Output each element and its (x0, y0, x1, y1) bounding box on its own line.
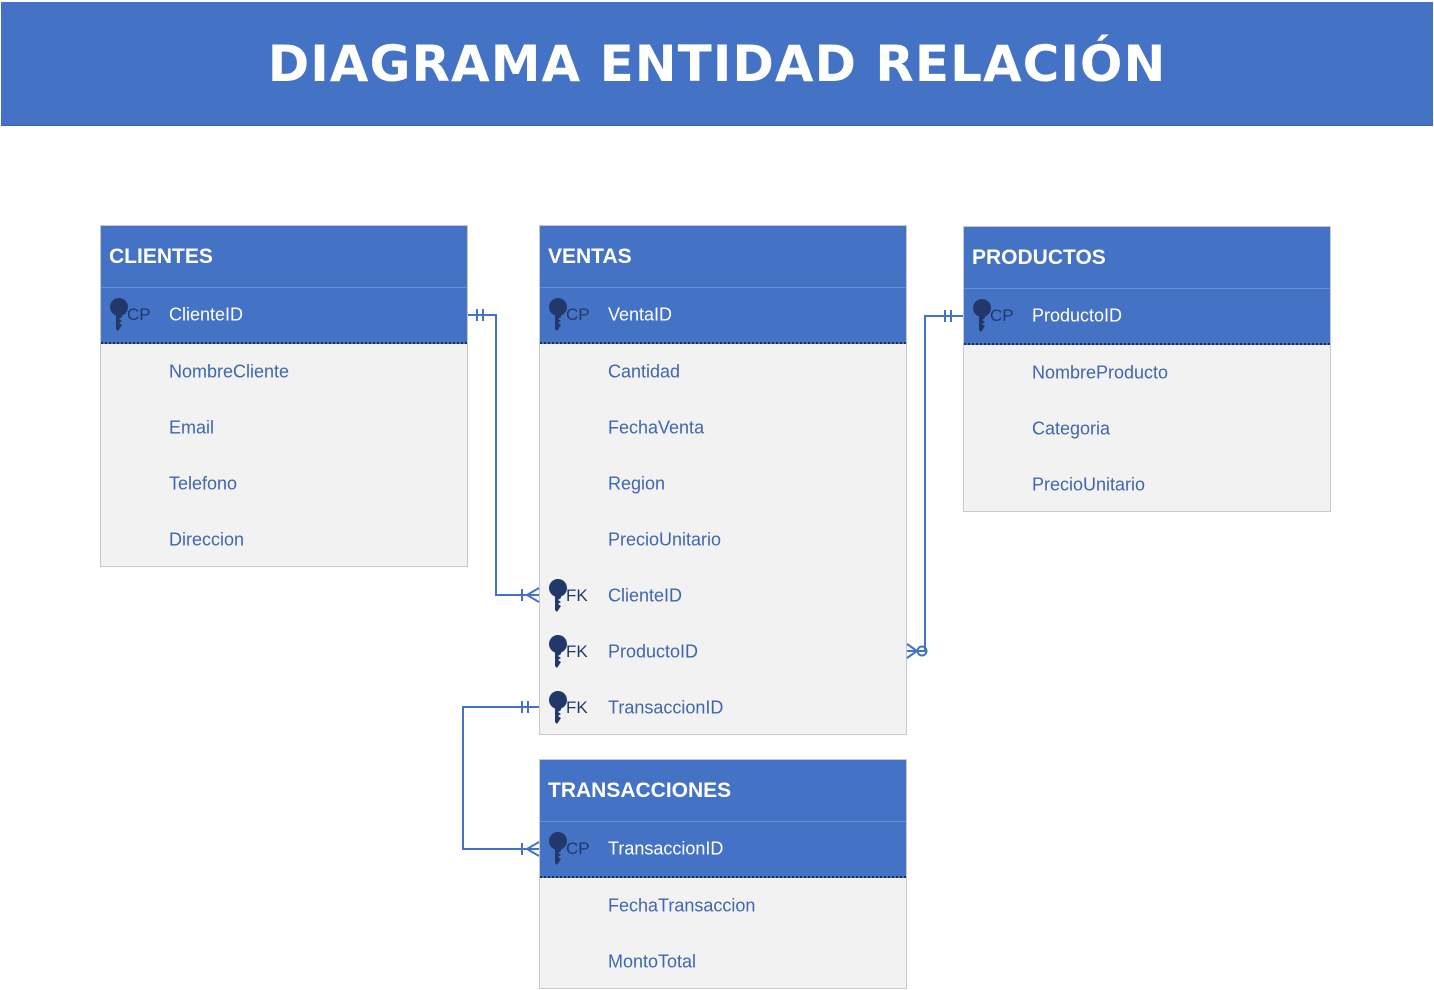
relationship-productos-ventas[interactable] (906, 310, 963, 659)
ventas-field-row[interactable]: PrecioUnitario (540, 512, 906, 568)
ventas-fk-row[interactable]: FK ProductoID (540, 624, 906, 680)
pk-tag: CP (566, 839, 590, 858)
key-icon (109, 298, 129, 332)
clientes-field-row[interactable]: Telefono (101, 456, 467, 512)
ventas-field-row[interactable]: Cantidad (540, 344, 906, 400)
pk-tag: CP (990, 306, 1014, 325)
entity-transacciones-header: TRANSACCIONES (540, 760, 906, 822)
pk-tag: CP (566, 305, 590, 324)
clientes-field-row[interactable]: NombreCliente (101, 344, 467, 400)
productos-field-row[interactable]: Categoria (964, 401, 1330, 457)
field-label: NombreCliente (169, 361, 290, 382)
entity-clientes[interactable]: CLIENTES CP ClienteID NombreCliente Emai… (100, 225, 468, 567)
entity-clientes-header: CLIENTES (101, 226, 467, 288)
key-icon (972, 299, 992, 333)
clientes-field-row[interactable]: Direccion (101, 512, 467, 568)
entity-ventas[interactable]: VENTAS CP VentaID Cantidad FechaVenta Re… (539, 225, 907, 735)
entity-ventas-header: VENTAS (540, 226, 906, 288)
field-label: ProductoID (608, 641, 699, 662)
ventas-field-row[interactable]: FechaVenta (540, 400, 906, 456)
field-label: Direccion (169, 529, 245, 550)
productos-pk-row[interactable]: CP ProductoID (964, 289, 1330, 345)
key-icon (548, 832, 568, 866)
key-icon (548, 579, 568, 613)
productos-pk-field: ProductoID (1032, 305, 1123, 326)
ventas-fk-row[interactable]: FK ClienteID (540, 568, 906, 624)
fk-tag: FK (566, 698, 588, 717)
field-label: Cantidad (608, 361, 681, 382)
ventas-pk-field: VentaID (608, 304, 673, 325)
ventas-fk-row[interactable]: FK TransaccionID (540, 680, 906, 736)
field-label: ClienteID (608, 585, 683, 606)
clientes-pk-row[interactable]: CP ClienteID (101, 288, 467, 344)
title-banner: DIAGRAMA ENTIDAD RELACIÓN (1, 2, 1433, 125)
ventas-pk-row[interactable]: CP VentaID (540, 288, 906, 344)
field-label: FechaVenta (608, 417, 705, 438)
transacciones-field-row[interactable]: MontoTotal (540, 934, 906, 990)
clientes-pk-field: ClienteID (169, 304, 244, 325)
key-icon (548, 298, 568, 332)
field-label: TransaccionID (608, 697, 724, 718)
key-icon (548, 691, 568, 725)
clientes-field-row[interactable]: Email (101, 400, 467, 456)
key-icon (548, 635, 568, 669)
field-label: NombreProducto (1032, 362, 1169, 383)
entity-transacciones[interactable]: TRANSACCIONES CP TransaccionID FechaTran… (539, 759, 907, 989)
field-label: Region (608, 473, 666, 494)
entity-productos-header: PRODUCTOS (964, 227, 1330, 289)
transacciones-field-row[interactable]: FechaTransaccion (540, 878, 906, 934)
relationship-clientes-ventas[interactable] (468, 309, 540, 603)
field-label: PrecioUnitario (608, 529, 722, 550)
field-label: Telefono (169, 473, 238, 494)
page-title: DIAGRAMA ENTIDAD RELACIÓN (267, 34, 1167, 93)
field-label: FechaTransaccion (608, 895, 756, 916)
field-label: Email (169, 417, 215, 438)
field-label: Categoria (1032, 418, 1111, 439)
productos-field-row[interactable]: PrecioUnitario (964, 457, 1330, 513)
fk-tag: FK (566, 642, 588, 661)
ventas-field-row[interactable]: Region (540, 456, 906, 512)
productos-field-row[interactable]: NombreProducto (964, 345, 1330, 401)
field-label: PrecioUnitario (1032, 474, 1146, 495)
transacciones-pk-row[interactable]: CP TransaccionID (540, 822, 906, 878)
fk-tag: FK (566, 586, 588, 605)
field-label: MontoTotal (608, 951, 697, 972)
relationship-ventas-transacciones[interactable] (462, 701, 540, 857)
transacciones-pk-field: TransaccionID (608, 838, 724, 859)
pk-tag: CP (127, 305, 151, 324)
entity-productos[interactable]: PRODUCTOS CP ProductoID NombreProducto C… (963, 226, 1331, 512)
